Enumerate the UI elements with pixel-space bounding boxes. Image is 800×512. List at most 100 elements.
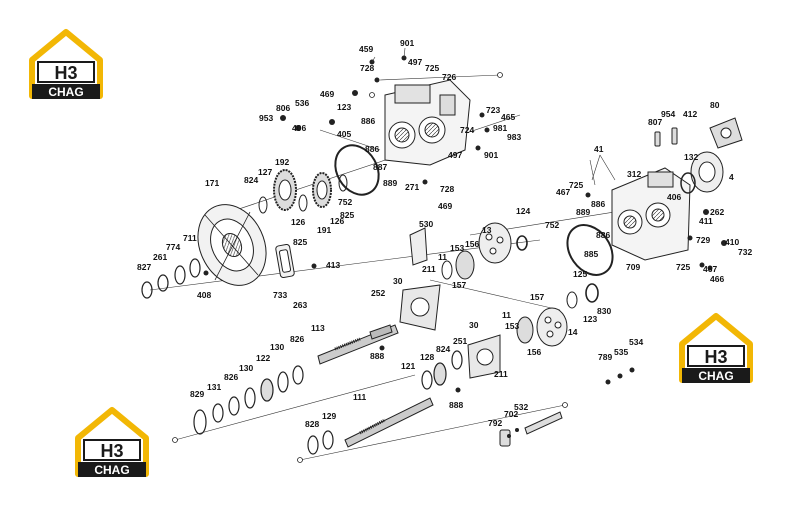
part-label: 901	[400, 38, 414, 48]
part-label: 535	[614, 347, 628, 357]
part-label: 132	[684, 152, 698, 162]
part-label: 467	[703, 264, 717, 274]
logo-text: CHAG	[698, 369, 733, 383]
part-label: 130	[270, 342, 284, 352]
right-gasket-ring	[566, 224, 614, 276]
part-label: 262	[710, 207, 724, 217]
logo-bottom-left: H3 CHAG	[75, 407, 149, 477]
part-label: 410	[725, 237, 739, 247]
part-label: 80	[710, 100, 720, 110]
part-label: 733	[273, 290, 287, 300]
part-label: 469	[438, 201, 452, 211]
part-label: 828	[305, 419, 319, 429]
part-label: 125	[573, 269, 587, 279]
part-label: 724	[460, 125, 474, 135]
part-label: 536	[295, 98, 309, 108]
part-label: 123	[583, 314, 597, 324]
part-label: 30	[469, 320, 479, 330]
part-label: 191	[317, 225, 331, 235]
part-label: 4	[729, 172, 734, 182]
cover-plate	[275, 244, 295, 278]
logo-text: CHAG	[48, 85, 83, 99]
logo-text: CHAG	[94, 463, 129, 477]
part-label: 466	[710, 274, 724, 284]
part-label: 11	[438, 252, 447, 262]
part-label: 709	[626, 262, 640, 272]
part-label: 41	[594, 144, 604, 154]
part-label: 128	[420, 352, 434, 362]
part-label: 153	[505, 321, 519, 331]
part-label: 728	[360, 63, 374, 73]
part-label: 981	[493, 123, 507, 133]
part-label: 124	[516, 206, 530, 216]
part-label: 252	[371, 288, 385, 298]
part-label: 889	[383, 178, 397, 188]
part-label: 888	[370, 351, 384, 361]
part-label: 532	[514, 402, 528, 412]
part-label: 406	[292, 123, 306, 133]
part-label: 886	[365, 144, 379, 154]
part-label: 534	[629, 337, 643, 347]
part-label: 824	[436, 344, 450, 354]
part-label: 123	[337, 102, 351, 112]
part-label: 789	[598, 352, 612, 362]
part-label: 732	[738, 247, 752, 257]
part-label: 723	[486, 105, 500, 115]
part-label: 211	[494, 369, 508, 379]
part-label: 826	[224, 372, 238, 382]
right-pump-housing	[611, 167, 691, 261]
part-label: 829	[190, 389, 204, 399]
label-leaders	[371, 47, 616, 186]
part-label: 411	[699, 216, 713, 226]
part-label: 408	[197, 290, 211, 300]
part-label: 886	[596, 230, 610, 240]
regulator-flange	[680, 151, 724, 194]
part-label: 806	[276, 103, 290, 113]
part-label: 211	[422, 264, 436, 274]
logo-top-left: H3 CHAG	[29, 29, 103, 99]
upper-pump-housing	[384, 79, 471, 166]
part-label: 129	[322, 411, 336, 421]
part-label: 14	[568, 327, 578, 337]
part-label: 824	[244, 175, 258, 185]
part-label: 725	[425, 63, 439, 73]
part-label: 405	[337, 129, 351, 139]
part-label: 725	[676, 262, 690, 272]
part-label: 192	[275, 157, 289, 167]
part-label: 711	[183, 233, 197, 243]
part-label: 13	[482, 225, 492, 235]
shaft-bearings	[193, 350, 463, 455]
cylinder-block-lower	[467, 283, 599, 379]
part-label: 497	[448, 150, 462, 160]
part-label: 271	[405, 182, 419, 192]
part-label: 807	[648, 117, 662, 127]
part-label: 726	[442, 72, 456, 82]
cylinder-block-upper	[441, 222, 528, 280]
part-label: 888	[449, 400, 463, 410]
part-label: 901	[484, 150, 498, 160]
part-label: 121	[401, 361, 415, 371]
drive-shaft-upper	[317, 324, 399, 365]
part-label: 412	[683, 109, 697, 119]
part-label: 953	[259, 113, 273, 123]
part-label: 251	[453, 336, 467, 346]
part-label: 826	[290, 334, 304, 344]
part-label: 825	[340, 210, 354, 220]
part-label: 729	[696, 235, 710, 245]
part-label: 954	[661, 109, 675, 119]
part-label: 497	[408, 57, 422, 67]
part-label: 157	[452, 280, 466, 290]
part-label: 886	[591, 199, 605, 209]
part-label: 825	[293, 237, 307, 247]
part-label: 113	[311, 323, 325, 333]
seal-rings-left	[141, 258, 201, 299]
part-label: 889	[576, 207, 590, 217]
part-label: 752	[545, 220, 559, 230]
part-label: 413	[326, 260, 340, 270]
part-label: 702	[504, 409, 518, 419]
part-label: 263	[293, 300, 307, 310]
part-label: 126	[291, 217, 305, 227]
logo-mark: H3	[54, 63, 77, 83]
